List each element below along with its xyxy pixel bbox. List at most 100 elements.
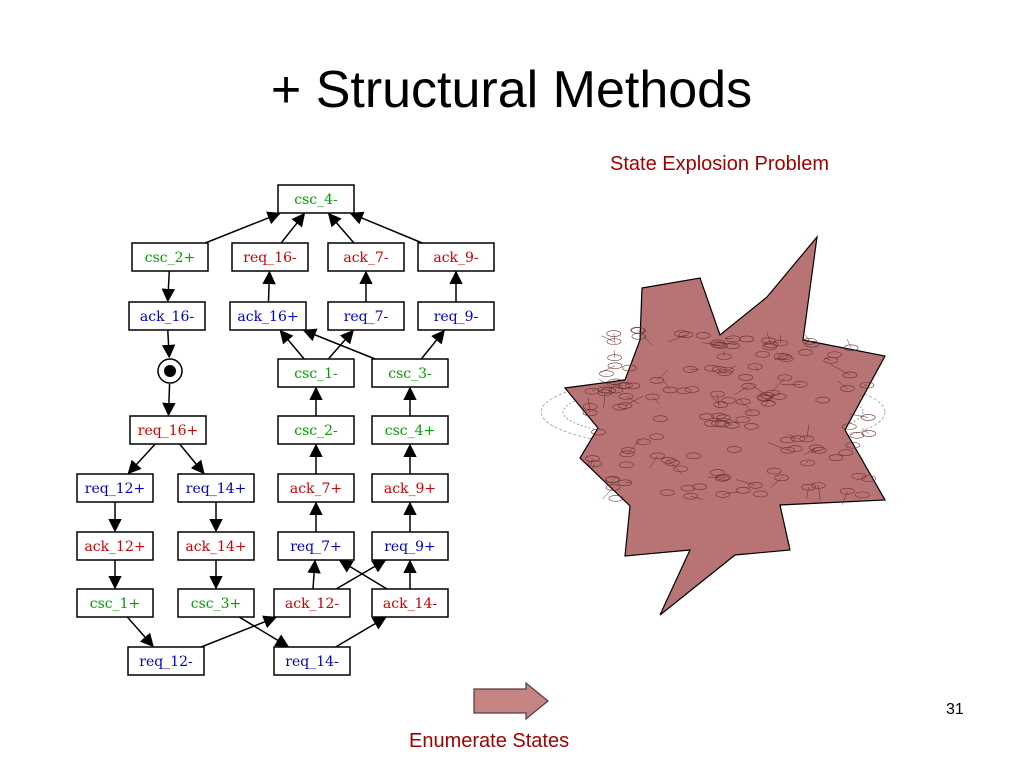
state-node-mark	[695, 332, 711, 339]
state-node-mark	[601, 387, 616, 394]
stg-node-label: ack_14+	[185, 539, 246, 555]
state-node-mark	[774, 474, 789, 482]
stg-node-label: req_7-	[344, 309, 389, 325]
stg-node-label: ack_16+	[237, 309, 298, 325]
stg-node-box	[76, 531, 154, 561]
stg-node-label: req_9+	[384, 539, 436, 555]
state-node-mark	[727, 446, 742, 453]
state-node-mark	[790, 435, 806, 442]
stg-node-label: req_14+	[186, 481, 246, 497]
state-edge-mark	[590, 458, 593, 466]
edge-ack_14m-to-req_7p	[338, 559, 388, 590]
stg-node-label: csc_3+	[191, 596, 242, 612]
state-node-mark	[699, 413, 714, 420]
enumerate-states-caption: Enumerate States	[409, 730, 570, 752]
stg-node-box	[177, 531, 255, 561]
state-edge-mark	[600, 365, 616, 373]
stg-edges	[108, 211, 463, 648]
stg-node-csc_1p: csc_1+	[76, 588, 154, 618]
state-edge-mark	[805, 334, 810, 342]
stg-node-label: csc_4-	[294, 192, 338, 208]
stg-node-ack_7m: ack_7-	[327, 242, 405, 272]
stg-node-req_16p: req_16+	[129, 415, 207, 445]
state-node-mark	[650, 452, 665, 460]
state-node-mark	[631, 327, 646, 334]
state-edge-mark	[806, 424, 810, 439]
state-edge-mark	[804, 447, 817, 455]
state-edge-mark	[788, 434, 799, 439]
state-edge-mark	[754, 366, 759, 372]
state-node-mark	[755, 351, 771, 358]
stg-node-csc_2m: csc_2-	[277, 415, 355, 445]
stg-node-box	[177, 588, 255, 618]
stg-node-box	[277, 415, 355, 445]
state-node-mark	[859, 381, 875, 389]
state-edge-mark	[649, 455, 658, 469]
state-edge-mark	[723, 417, 740, 424]
state-edge-mark	[724, 365, 737, 373]
stg-node-req_12m: req_12-	[127, 646, 205, 676]
state-node-mark	[660, 489, 675, 496]
stg-node-req_9p: req_9+	[371, 531, 449, 561]
state-node-mark	[804, 340, 820, 348]
stg-node-label: req_14-	[285, 654, 339, 670]
state-node-mark	[617, 479, 633, 487]
state-edge-mark	[842, 491, 848, 505]
state-node-mark	[780, 446, 795, 454]
state-edge-mark	[847, 339, 852, 348]
state-node-mark	[653, 415, 668, 423]
stg-node-box	[277, 358, 355, 388]
stg-node-req_7m: req_7-	[327, 301, 405, 331]
state-node-mark	[605, 476, 620, 484]
state-edge-mark	[768, 442, 788, 451]
stg-node-box	[273, 646, 351, 676]
stg-node-csc_3p: csc_3+	[177, 588, 255, 618]
state-edge-mark	[599, 379, 617, 391]
state-edge-mark	[702, 342, 721, 346]
state-node-mark	[721, 397, 736, 404]
state-node-mark	[766, 467, 782, 475]
stg-nodes: csc_4-csc_2+req_16-ack_7-ack_9-ack_16-ac…	[76, 184, 495, 676]
state-edge-mark	[588, 397, 591, 413]
stg-node-box	[231, 242, 309, 272]
stg-node-req_7p: req_7+	[277, 531, 355, 561]
state-edge-mark	[690, 495, 704, 500]
stg-node-box	[229, 301, 307, 331]
stg-node-req_12p: req_12+	[76, 473, 154, 503]
state-node-mark	[717, 369, 733, 377]
stg-node-box	[371, 531, 449, 561]
state-node-mark	[735, 398, 751, 405]
state-node-mark	[761, 400, 776, 407]
stg-node-label: ack_14-	[383, 596, 437, 612]
state-edge-mark	[717, 394, 720, 407]
state-edge-mark	[770, 477, 782, 488]
state-node-mark	[606, 330, 622, 337]
edge-ack_7m-to-csc_4m	[327, 212, 355, 244]
stg-node-ack_12p: ack_12+	[76, 531, 154, 561]
state-node-mark	[811, 482, 826, 489]
state-node-mark	[683, 492, 698, 500]
state-node-mark	[684, 386, 700, 393]
edge-ack_12m-to-req_7p	[307, 559, 321, 590]
state-node-mark	[815, 396, 831, 404]
state-node-mark	[649, 433, 664, 441]
state-node-mark	[649, 377, 665, 384]
stg-node-ack_9m: ack_9-	[417, 242, 495, 272]
state-node-mark	[606, 338, 622, 345]
state-edge-mark	[601, 335, 615, 342]
stg-node-label: req_12+	[85, 481, 145, 497]
stg-node-label: ack_7-	[343, 250, 389, 266]
edge-ack_16p-to-req_16m	[262, 270, 276, 303]
state-node-mark	[756, 393, 772, 401]
stg-node-csc_4m: csc_4-	[277, 184, 355, 214]
token-place	[157, 358, 183, 384]
state-node-mark	[839, 487, 855, 495]
state-node-mark	[840, 385, 855, 392]
slide-title: + Structural Methods	[270, 61, 753, 119]
stg-node-label: req_12-	[139, 654, 193, 670]
state-edge-mark	[736, 479, 756, 486]
stg-node-label: csc_1+	[90, 596, 141, 612]
state-edge-mark	[638, 330, 653, 346]
state-node-mark	[744, 423, 759, 430]
stg-node-csc_3m: csc_3-	[371, 358, 449, 388]
